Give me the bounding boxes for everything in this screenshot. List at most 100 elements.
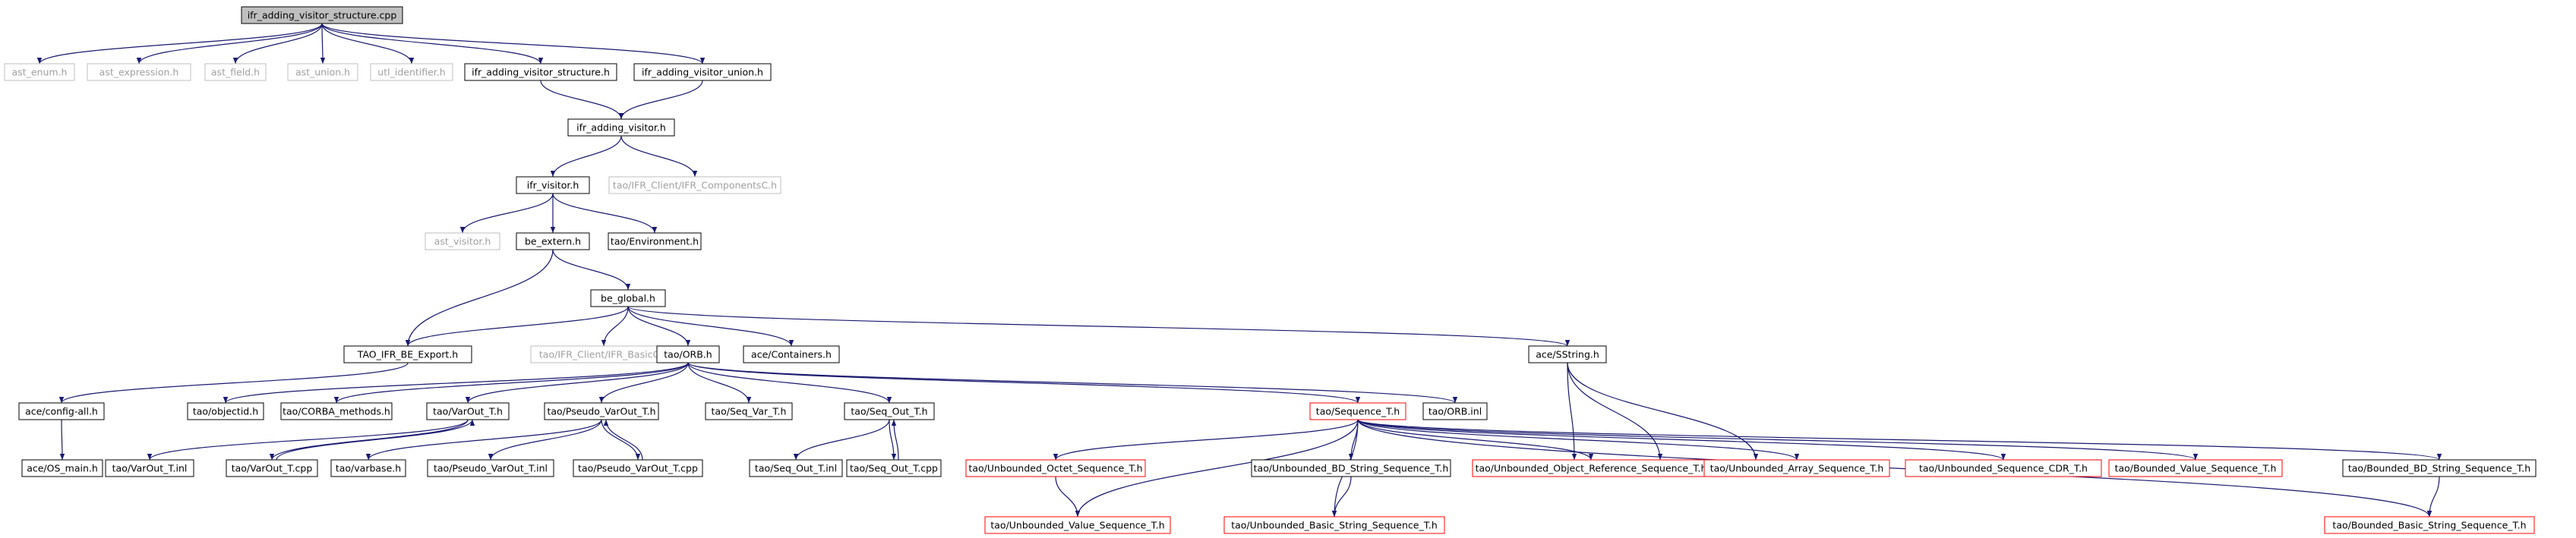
- graph-node-tao-b-bd-string[interactable]: tao/Bounded_BD_String_Sequence_T.h: [2342, 459, 2537, 477]
- graph-node-tao-ub-octet[interactable]: tao/Unbounded_Octet_Sequence_T.h: [965, 459, 1146, 477]
- graph-node-root[interactable]: ifr_adding_visitor_structure.cpp: [241, 6, 403, 24]
- graph-node-label: be_global.h: [601, 293, 655, 304]
- graph-node-tao-pseudo-cpp[interactable]: tao/Pseudo_VarOut_T.cpp: [573, 459, 703, 477]
- graph-node-tao-env[interactable]: tao/Environment.h: [608, 232, 702, 250]
- graph-node-label: tao/Bounded_BD_String_Sequence_T.h: [2348, 463, 2530, 474]
- graph-node-tao-b-basic-string[interactable]: tao/Bounded_Basic_String_Sequence_T.h: [2324, 516, 2535, 534]
- graph-edge-tao-b-bd-string-to-tao-b-basic-string: [2426, 476, 2440, 518]
- graph-node-box: [330, 459, 406, 477]
- graph-node-tao-ifr-be[interactable]: TAO_IFR_BE_Export.h: [343, 345, 472, 363]
- graph-node-tao-ub-objref[interactable]: tao/Unbounded_Object_Reference_Sequence_…: [1472, 459, 1710, 477]
- graph-node-tao-ub-array[interactable]: tao/Unbounded_Array_Sequence_T.h: [1703, 459, 1890, 477]
- graph-node-ifr-avu-h[interactable]: ifr_adding_visitor_union.h: [633, 63, 772, 81]
- graph-node-box: [21, 459, 103, 477]
- graph-edge-ace-sstring-h-to-ace-sstring-inl: [1567, 362, 1759, 461]
- graph-node-box: [1422, 402, 1488, 420]
- graph-node-tao-ub-cdr[interactable]: tao/Unbounded_Sequence_CDR_T.h: [1905, 459, 2102, 477]
- graph-edge-tao-seqout-cpp-to-tao-seqout-h: [891, 419, 899, 461]
- graph-edge-ifr-visitor-to-tao-env: [552, 193, 658, 234]
- graph-node-tao-seqout-h[interactable]: tao/Seq_Out_T.h: [844, 402, 935, 420]
- graph-node-box: [516, 176, 590, 194]
- graph-node-label: ace/Containers.h: [751, 349, 832, 360]
- graph-node-label: tao/varbase.h: [336, 463, 401, 474]
- graph-node-label: tao/Unbounded_Basic_String_Sequence_T.h: [1231, 520, 1438, 531]
- graph-node-box: [573, 459, 703, 477]
- graph-node-box: [608, 232, 702, 250]
- graph-node-tao-corba-methods[interactable]: tao/CORBA_methods.h: [280, 402, 393, 420]
- graph-node-label: tao/Unbounded_Array_Sequence_T.h: [1710, 463, 1884, 474]
- graph-node-tao-varout-cpp[interactable]: tao/VarOut_T.cpp: [226, 459, 318, 477]
- graph-node-box: [105, 459, 194, 477]
- graph-edge-tao-orb-h-to-tao-seqout-h: [687, 362, 892, 404]
- graph-node-label: tao/IFR_Client/IFR_ComponentsC.h: [613, 180, 777, 191]
- graph-edge-tao-varout-h-to-tao-varout-cpp: [269, 419, 469, 461]
- graph-edge-ifr-visitor-to-ast-visitor: [459, 193, 554, 234]
- graph-node-tao-seqvar[interactable]: tao/Seq_Var_T.h: [705, 402, 793, 420]
- graph-node-box: [984, 516, 1171, 534]
- graph-node-be-global[interactable]: be_global.h: [590, 289, 666, 307]
- graph-node-label: tao/Unbounded_Value_Sequence_T.h: [990, 520, 1164, 531]
- graph-node-ast-visitor: ast_visitor.h: [425, 232, 500, 250]
- graph-node-tao-sequence[interactable]: tao/Sequence_T.h: [1309, 402, 1406, 420]
- graph-node-label: tao/Seq_Out_T.h: [851, 406, 927, 417]
- graph-edge-ace-sstring-h-to-ace-string-base: [1567, 362, 1577, 461]
- graph-edge-tao-sequence-to-tao-b-basic-string: [1357, 419, 2432, 518]
- graph-node-ifr-av-h[interactable]: ifr_adding_visitor.h: [567, 118, 675, 137]
- graph-node-label: tao/VarOut_T.cpp: [232, 463, 313, 474]
- graph-node-ifr-avs-h[interactable]: ifr_adding_visitor_structure.h: [464, 63, 617, 81]
- graph-node-ast-union: ast_union.h: [287, 63, 358, 81]
- graph-node-box: [343, 345, 472, 363]
- graph-node-tao-varout-h[interactable]: tao/VarOut_T.h: [426, 402, 510, 420]
- graph-edge-be-global-to-tao-orb-h: [627, 306, 691, 347]
- graph-node-tao-orb-h[interactable]: tao/ORB.h: [656, 345, 720, 363]
- graph-edge-root-to-utl-identifier: [321, 23, 415, 64]
- graph-node-ast-enum: ast_enum.h: [4, 63, 75, 81]
- graph-node-tao-ub-value[interactable]: tao/Unbounded_Value_Sequence_T.h: [984, 516, 1171, 534]
- graph-edge-root-to-ast-enum: [36, 23, 323, 64]
- graph-node-tao-ub-bd-string[interactable]: tao/Unbounded_BD_String_Sequence_T.h: [1251, 459, 1451, 477]
- graph-edge-tao-orb-h-to-tao-orb-inl: [687, 362, 1457, 404]
- graph-node-tao-pseudo-inl[interactable]: tao/Pseudo_VarOut_T.inl: [427, 459, 554, 477]
- graph-node-label: tao/ORB.inl: [1428, 406, 1482, 417]
- graph-node-tao-ub-basic-string[interactable]: tao/Unbounded_Basic_String_Sequence_T.h: [1223, 516, 1445, 534]
- graph-edge-ifr-av-h-to-ifr-visitor: [550, 135, 622, 178]
- graph-node-label: tao/Bounded_Value_Sequence_T.h: [2115, 463, 2277, 474]
- graph-node-label: tao/Seq_Out_T.inl: [755, 463, 837, 474]
- graph-edge-root-to-ast-field: [232, 23, 323, 64]
- graph-node-box: [18, 402, 105, 420]
- graph-node-tao-orb-inl[interactable]: tao/ORB.inl: [1422, 402, 1488, 420]
- graph-node-box: [590, 289, 666, 307]
- graph-edge-root-to-ast-union: [320, 23, 326, 64]
- graph-node-tao-seqout-cpp[interactable]: tao/Seq_Out_T.cpp: [846, 459, 942, 477]
- graph-node-tao-pseudo-h[interactable]: tao/Pseudo_VarOut_T.h: [544, 402, 659, 420]
- graph-node-ast-expression: ast_expression.h: [87, 63, 191, 81]
- graph-node-ace-os-main[interactable]: ace/OS_main.h: [21, 459, 103, 477]
- graph-node-tao-objectid[interactable]: tao/objectid.h: [187, 402, 264, 420]
- graph-node-label: tao/Bounded_Basic_String_Sequence_T.h: [2332, 520, 2526, 531]
- graph-node-tao-varbase[interactable]: tao/varbase.h: [330, 459, 406, 477]
- nodes-layer: ifr_adding_visitor_structure.cpp ast_enum…: [4, 6, 2537, 534]
- graph-node-ifr-visitor[interactable]: ifr_visitor.h: [516, 176, 590, 194]
- graph-node-label: tao/Pseudo_VarOut_T.inl: [434, 463, 548, 474]
- graph-node-be-extern[interactable]: be_extern.h: [516, 232, 590, 250]
- graph-node-tao-b-value[interactable]: tao/Bounded_Value_Sequence_T.h: [2108, 459, 2283, 477]
- graph-edge-tao-seqout-h-to-tao-seqout-cpp: [889, 419, 897, 461]
- graph-node-label: tao/Environment.h: [611, 236, 699, 247]
- graph-node-label: tao/objectid.h: [193, 406, 258, 417]
- graph-edge-tao-pseudo-cpp-to-tao-pseudo-h: [603, 419, 643, 461]
- graph-edge-tao-sequence-to-tao-b-value: [1357, 419, 2198, 461]
- graph-edge-tao-orb-h-to-tao-corba-methods: [333, 362, 689, 404]
- graph-node-ace-config[interactable]: ace/config-all.h: [18, 402, 105, 420]
- graph-edge-root-to-ast-expression: [136, 23, 323, 64]
- graph-node-label: tao/Unbounded_Octet_Sequence_T.h: [968, 463, 1142, 474]
- graph-node-label: tao/VarOut_T.inl: [112, 463, 188, 474]
- graph-node-ace-sstring-h[interactable]: ace/SString.h: [1528, 345, 1607, 363]
- graph-node-box: [425, 232, 500, 250]
- graph-node-tao-varout-inl[interactable]: tao/VarOut_T.inl: [105, 459, 194, 477]
- graph-node-box: [846, 459, 942, 477]
- graph-edge-tao-pseudo-h-to-tao-varbase: [365, 419, 602, 461]
- graph-node-ace-containers[interactable]: ace/Containers.h: [743, 345, 840, 363]
- graph-node-tao-seqout-inl[interactable]: tao/Seq_Out_T.inl: [749, 459, 843, 477]
- graph-node-utl-identifier: utl_identifier.h: [370, 63, 453, 81]
- graph-edge-root-to-ifr-avu-h: [321, 23, 706, 64]
